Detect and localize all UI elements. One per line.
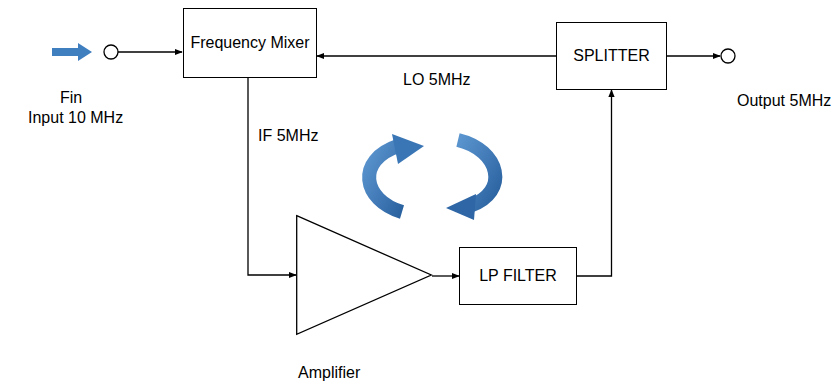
mixer-box: Frequency Mixer [183,8,317,78]
output-terminal [721,49,735,63]
amplifier-triangle: Amplifier [296,215,432,335]
loop-arrowhead-left [392,134,424,164]
input-terminal [104,45,118,59]
signal-label: Output 5MHz [737,91,831,111]
output-wire [667,55,720,56]
splitter-box: SPLITTER [556,22,667,90]
loop-arrowhead-right [446,194,476,220]
signal-label: Input 10 MHz [28,108,123,128]
signal-connector [248,78,296,275]
loop-arrow-right [458,140,495,206]
amplifier-label: Amplifier [298,363,360,383]
signal-label: Fin [60,88,82,108]
block-label: Frequency Mixer [190,33,309,53]
filter-box: LP FILTER [459,247,577,305]
input-arrow [52,43,92,61]
signal-label: IF 5MHz [256,126,320,146]
signal-label: LO 5MHz [401,70,473,90]
signal-connector [432,275,459,276]
amplifier-symbol [296,215,432,335]
block-label: SPLITTER [573,46,649,66]
signal-connector [317,55,556,56]
input-wire [118,51,182,52]
block-label: LP FILTER [479,266,557,286]
signal-connector [577,90,612,276]
